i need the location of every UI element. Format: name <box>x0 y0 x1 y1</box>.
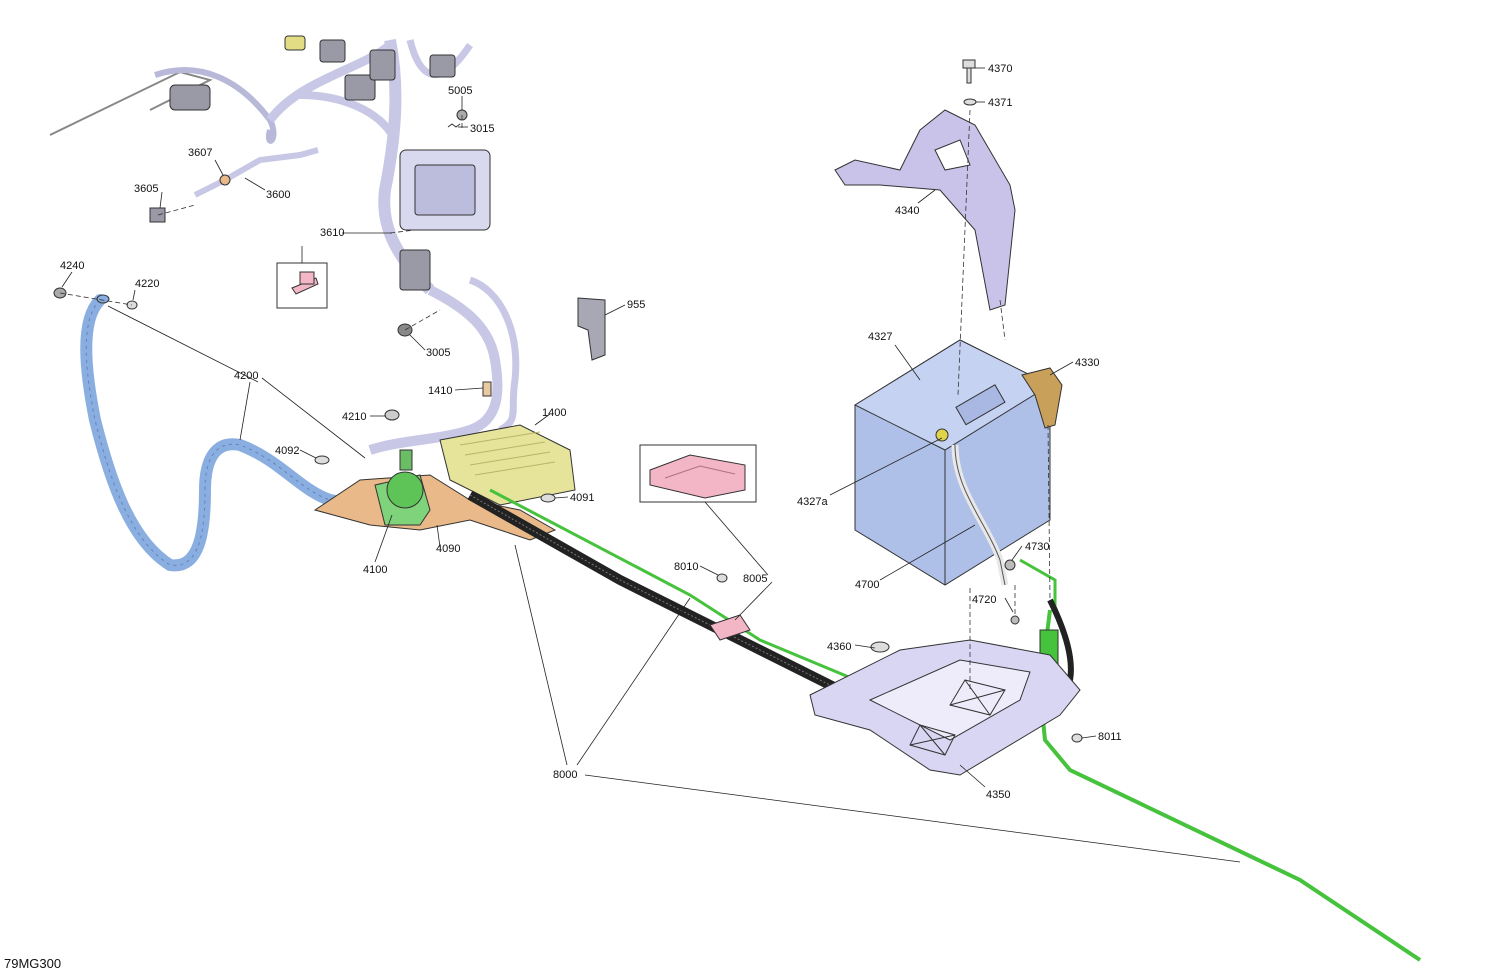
label-8010: 8010 <box>674 561 698 573</box>
label-4700: 4700 <box>855 579 879 591</box>
ground-cable-3600 <box>149 147 319 223</box>
part-labels: 4370 4371 4340 4327 4330 4327a 4700 4730… <box>60 63 1122 801</box>
label-8005: 8005 <box>743 573 767 585</box>
label-1410: 1410 <box>428 385 452 397</box>
label-3610: 3610 <box>320 227 344 239</box>
label-4091: 4091 <box>570 492 594 504</box>
label-8011: 8011 <box>1098 731 1122 743</box>
label-8000: 8000 <box>553 769 577 781</box>
label-4360: 4360 <box>827 641 851 653</box>
label-4720: 4720 <box>972 594 996 606</box>
battery-tray-4350 <box>809 639 1081 776</box>
label-4220: 4220 <box>135 278 159 290</box>
label-955: 955 <box>627 299 645 311</box>
label-1400: 1400 <box>542 407 566 419</box>
clip-8005 <box>709 614 751 641</box>
label-3607: 3607 <box>188 147 212 159</box>
label-4330: 4330 <box>1075 357 1099 369</box>
solenoid-4100 <box>374 449 431 526</box>
bracket-4340 <box>834 109 1016 311</box>
label-4350: 4350 <box>986 789 1010 801</box>
label-4100: 4100 <box>363 564 387 576</box>
terminal-cover-4330 <box>1021 367 1063 429</box>
label-3005: 3005 <box>426 347 450 359</box>
label-4340: 4340 <box>895 205 919 217</box>
battery-cable-4700 <box>951 444 1020 625</box>
label-4200: 4200 <box>234 370 258 382</box>
label-4730: 4730 <box>1025 541 1049 553</box>
label-3015: 3015 <box>470 123 494 135</box>
label-4371: 4371 <box>988 97 1012 109</box>
label-5005: 5005 <box>448 85 472 97</box>
alignment-lines <box>59 109 1051 690</box>
label-4092: 4092 <box>275 445 299 457</box>
regulator-1400 <box>439 424 576 506</box>
label-4090: 4090 <box>436 543 460 555</box>
label-4370: 4370 <box>988 63 1012 75</box>
inset-8005 <box>639 444 757 503</box>
leader-lines <box>61 67 1241 863</box>
inset-3610 <box>276 262 328 309</box>
label-4210: 4210 <box>342 411 366 423</box>
bracket-955 <box>577 297 606 361</box>
label-4240: 4240 <box>60 260 84 272</box>
label-3600: 3600 <box>266 189 290 201</box>
label-3605: 3605 <box>134 183 158 195</box>
diagram-code: 79MG300 <box>4 956 61 971</box>
wiring-harness <box>49 35 520 455</box>
wire-conduit-8000 <box>467 488 1422 962</box>
battery-cable-4200 <box>80 294 366 572</box>
label-4327a: 4327a <box>797 496 828 508</box>
label-4327: 4327 <box>868 331 892 343</box>
